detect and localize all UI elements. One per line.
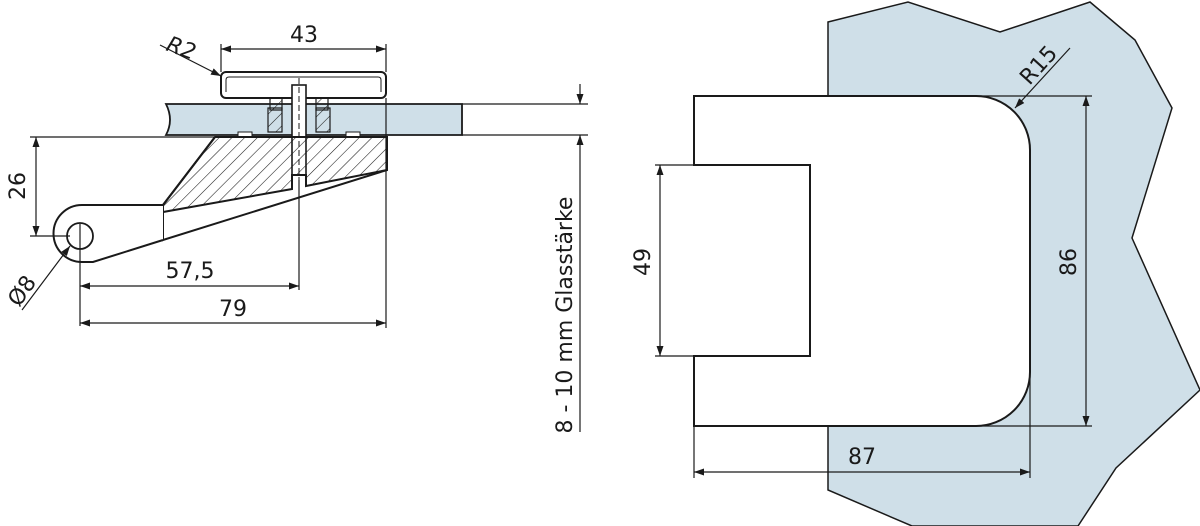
glass-pane-side [164, 103, 463, 136]
cap-plate-inner [225, 76, 382, 92]
leader-diameter [21, 245, 71, 311]
label-diameter-8: Ø8 [3, 271, 41, 311]
label-57-5: 57,5 [166, 259, 215, 284]
label-86: 86 [1057, 248, 1082, 276]
leader-r2 [159, 44, 222, 77]
bushing-left [267, 107, 283, 133]
bushing-right [315, 107, 331, 133]
label-glass-thickness: 8 - 10 mm Glasstärke [553, 197, 578, 434]
hinge-plate-front [693, 95, 1031, 427]
hinge-body-section [162, 136, 388, 214]
label-87: 87 [848, 445, 876, 470]
label-43: 43 [290, 23, 318, 48]
front-view: R15 49 86 87 [631, 1, 1200, 526]
leader-r15 [1014, 47, 1071, 109]
label-26: 26 [6, 172, 31, 200]
label-49: 49 [631, 248, 656, 276]
side-view: 43 R2 26 Ø8 57,5 79 8 - 10 mm Glasstärke [3, 23, 588, 433]
label-79: 79 [219, 297, 247, 322]
label-r2: R2 [163, 32, 199, 66]
